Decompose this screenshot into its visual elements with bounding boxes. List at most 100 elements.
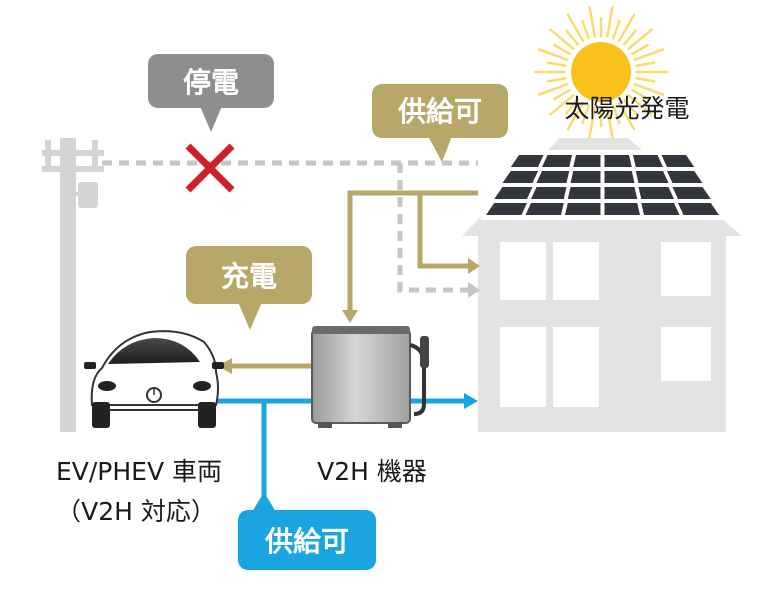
sun-ray: [627, 93, 653, 116]
solar-cell: [604, 155, 632, 167]
v2h-charger-icon: [311, 326, 429, 428]
sun-ray: [581, 20, 590, 40]
sun-ray: [630, 88, 650, 101]
pole-bracket: [74, 192, 80, 196]
sun-ray: [617, 101, 636, 131]
sun-ray: [565, 98, 580, 115]
solar-cell: [678, 203, 719, 215]
sun-ray: [565, 29, 580, 46]
solar-cell: [536, 171, 570, 183]
car-headlight: [98, 381, 116, 391]
sun-ray: [566, 101, 585, 131]
sun-ray: [549, 93, 575, 116]
solar-cell: [604, 171, 635, 183]
arrow-to-car: [218, 358, 232, 374]
arrow-to-v2h: [342, 310, 358, 323]
v2h-body: [311, 329, 411, 424]
solar-supply-lines: [230, 190, 478, 369]
v2h-foot: [318, 422, 332, 428]
solar-cell: [604, 203, 640, 215]
car-wheel: [198, 402, 216, 428]
arrow-to-house-cyan: [464, 393, 478, 409]
solar-cell: [570, 171, 601, 183]
solar-cell: [486, 203, 527, 215]
sun-ray: [622, 98, 637, 115]
v2h-plug: [420, 336, 429, 368]
pole-crossarm: [42, 150, 104, 156]
solar-cell: [604, 187, 638, 199]
sun-ray: [612, 20, 621, 40]
arrow-to-house: [468, 258, 480, 274]
sun-ray: [635, 61, 656, 67]
panel-frame: [480, 150, 724, 220]
supply-callout-top: 供給可: [372, 84, 508, 162]
v2h-top: [312, 326, 410, 334]
sun-ray: [566, 13, 585, 43]
sun-ray: [622, 29, 637, 46]
v2h-foot: [388, 422, 402, 428]
cross-x-icon: [185, 143, 235, 193]
sun-ray: [581, 104, 590, 124]
solar-cell: [667, 171, 703, 183]
house-window: [500, 327, 546, 407]
solar-cell: [510, 155, 544, 167]
supply-line-house: [417, 193, 468, 269]
sun-ray: [549, 28, 575, 51]
solar-cell: [641, 203, 680, 215]
sun-ray: [612, 104, 621, 124]
v2h-caption: V2H 機器: [317, 457, 427, 486]
supply-callout-bottom: 供給可: [238, 492, 376, 570]
pole-transformer: [78, 182, 98, 208]
charge-label: 充電: [221, 260, 277, 293]
v2h-cable: [409, 343, 426, 416]
grid-arrow-head: [468, 282, 480, 298]
outage-label: 停電: [183, 66, 239, 99]
sun-ray: [627, 28, 653, 51]
solar-cell: [633, 155, 663, 167]
solar-cell: [525, 203, 564, 215]
car-headlight: [193, 381, 211, 391]
supply-line-top: [347, 190, 478, 312]
ev-caption-line1: EV/PHEV 車両: [56, 457, 222, 486]
solar-cell: [661, 155, 695, 167]
pole-insulator: [45, 140, 51, 152]
house-window: [661, 327, 711, 381]
ev-caption-line2: （V2H 対応）: [56, 497, 216, 526]
solar-cell: [635, 171, 669, 183]
solar-panel-icon: [480, 150, 724, 220]
solar-cell: [494, 187, 533, 199]
car-windshield: [108, 338, 200, 364]
sun-ray: [606, 106, 614, 139]
solar-caption: 太陽光発電: [564, 94, 689, 123]
house-window: [553, 327, 599, 407]
solar-cell: [638, 187, 674, 199]
sun-ray: [552, 88, 572, 101]
pole-shaft: [60, 138, 76, 432]
outage-callout: 停電: [148, 54, 274, 132]
sun-ray: [546, 61, 567, 67]
supply-bottom-label: 供給可: [264, 525, 349, 558]
solar-cell: [565, 203, 601, 215]
solar-cell: [567, 187, 601, 199]
solar-cell: [573, 155, 601, 167]
sun-icon: [533, 5, 669, 139]
car-icon: [84, 330, 224, 428]
car-mirror: [84, 362, 96, 369]
sun-ray: [552, 43, 572, 56]
solar-cell: [531, 187, 567, 199]
grid-power-lines: [102, 160, 478, 293]
pole-crossarm: [42, 166, 104, 172]
pole-insulator: [92, 156, 98, 168]
sun-disc: [571, 42, 631, 102]
utility-pole-icon: [42, 138, 104, 432]
sun-ray: [633, 83, 665, 96]
sun-ray: [537, 48, 569, 61]
sun-ray: [588, 106, 596, 139]
sun-ray: [606, 5, 614, 38]
pole-insulator: [92, 140, 98, 152]
pole-insulator: [45, 156, 51, 168]
sun-ray: [537, 83, 569, 96]
car-wheel: [92, 402, 110, 428]
grid-line-drop: [397, 163, 468, 293]
